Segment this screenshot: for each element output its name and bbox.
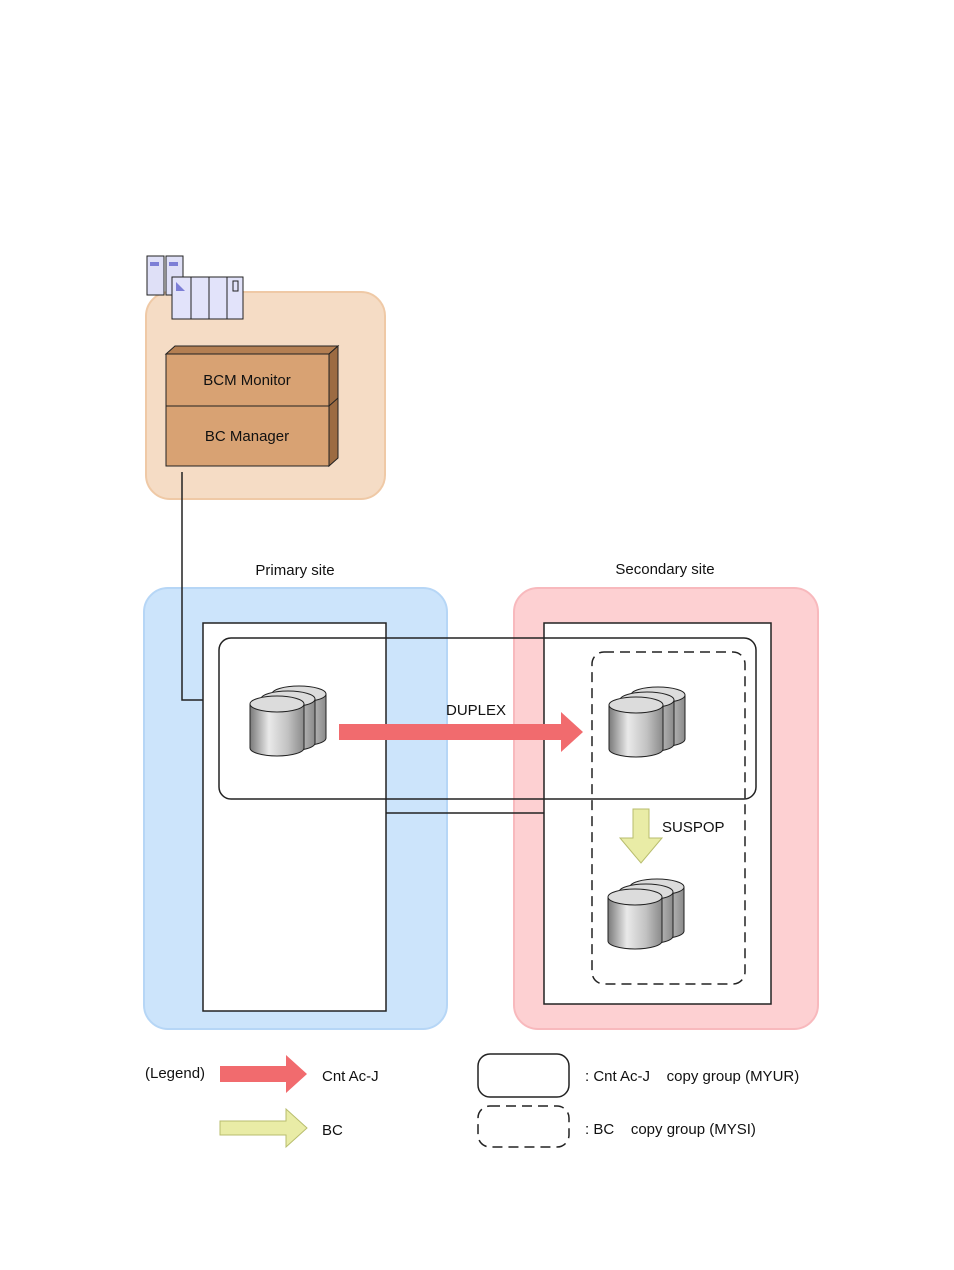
suspop-label: SUSPOP [662, 819, 725, 836]
legend-bc-group-label: : BC copy group (MYSI) [585, 1121, 756, 1138]
primary-site-label: Primary site [255, 562, 334, 579]
legend-cnt-group-box [478, 1054, 569, 1097]
bcm-monitor-label: BCM Monitor [203, 372, 291, 389]
secondary-site-label: Secondary site [615, 561, 714, 578]
legend-bc-arrow-label: BC [322, 1122, 343, 1139]
duplex-label: DUPLEX [446, 702, 506, 719]
legend-bc-group-box [478, 1106, 569, 1147]
legend-title: (Legend) [145, 1065, 205, 1082]
legend-cnt-group-label: : Cnt Ac-J copy group (MYUR) [585, 1068, 799, 1085]
bc-manager-label: BC Manager [205, 428, 289, 445]
primary-storage [203, 623, 386, 1011]
legend-bc-arrow [220, 1109, 307, 1147]
secondary-storage [544, 623, 771, 1004]
bc-manager-stack [166, 346, 338, 466]
legend-cnt-arrow-label: Cnt Ac-J [322, 1068, 379, 1085]
legend-cnt-arrow [220, 1055, 307, 1093]
